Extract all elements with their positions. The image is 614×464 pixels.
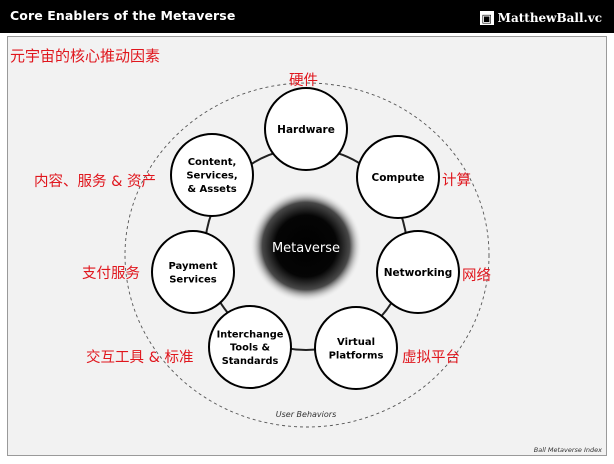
cn-label-virtual-platforms: 虚拟平台 xyxy=(402,350,460,366)
node-label-line: Standards xyxy=(222,356,279,367)
node-circle xyxy=(170,133,254,217)
node-label-line: Virtual xyxy=(337,337,375,348)
user-behaviors-ring xyxy=(124,82,490,428)
node-label-line: & Assets xyxy=(187,184,236,195)
header-bar: Core Enablers of the Metaverse ▣ Matthew… xyxy=(0,0,614,33)
ring-label: User Behaviors xyxy=(276,410,336,419)
brand-name: MatthewBall.vc xyxy=(497,11,602,25)
footer-note: Ball Metaverse Index xyxy=(533,446,602,454)
node-label-line: Platforms xyxy=(329,350,384,361)
node-label-line: Interchange xyxy=(217,329,284,340)
node-content: Content, Services, & Assets xyxy=(170,133,254,217)
page-title: Core Enablers of the Metaverse xyxy=(10,8,236,23)
node-label-line: Services, xyxy=(186,171,237,182)
node-circle xyxy=(208,305,292,389)
node-circle xyxy=(356,135,440,219)
node-label-line: Content, xyxy=(188,157,237,168)
node-label-line: Hardware xyxy=(277,124,335,136)
center-label: Metaverse xyxy=(272,241,340,256)
matthewball-logo-icon: ▣ xyxy=(479,11,494,25)
node-label-line: Services xyxy=(169,274,217,285)
cn-label-networking: 网络 xyxy=(462,268,491,284)
node-circle xyxy=(376,230,460,314)
node-networking: Networking xyxy=(376,230,460,314)
node-compute: Compute xyxy=(356,135,440,219)
cn-label-compute: 计算 xyxy=(442,173,471,189)
node-label-line: Networking xyxy=(384,267,453,279)
brand: ▣ MatthewBall.vc xyxy=(479,10,602,26)
cn-label-interchange: 交互工具 & 标准 xyxy=(86,350,194,366)
chinese-subtitle: 元宇宙的核心推动因素 xyxy=(10,47,161,65)
cn-label-hardware: 硬件 xyxy=(289,73,318,89)
node-label-line: Compute xyxy=(372,172,425,184)
cn-label-content: 内容、服务 & 资产 xyxy=(34,174,157,190)
node-label-line: Payment xyxy=(168,261,217,272)
node-label-line: Tools & xyxy=(230,343,270,354)
metaverse-center xyxy=(250,190,362,302)
cn-label-payment: 支付服务 xyxy=(82,266,140,282)
node-hardware: Hardware xyxy=(264,87,348,171)
node-circle xyxy=(264,87,348,171)
node-circle xyxy=(151,230,235,314)
node-circle xyxy=(314,306,398,390)
